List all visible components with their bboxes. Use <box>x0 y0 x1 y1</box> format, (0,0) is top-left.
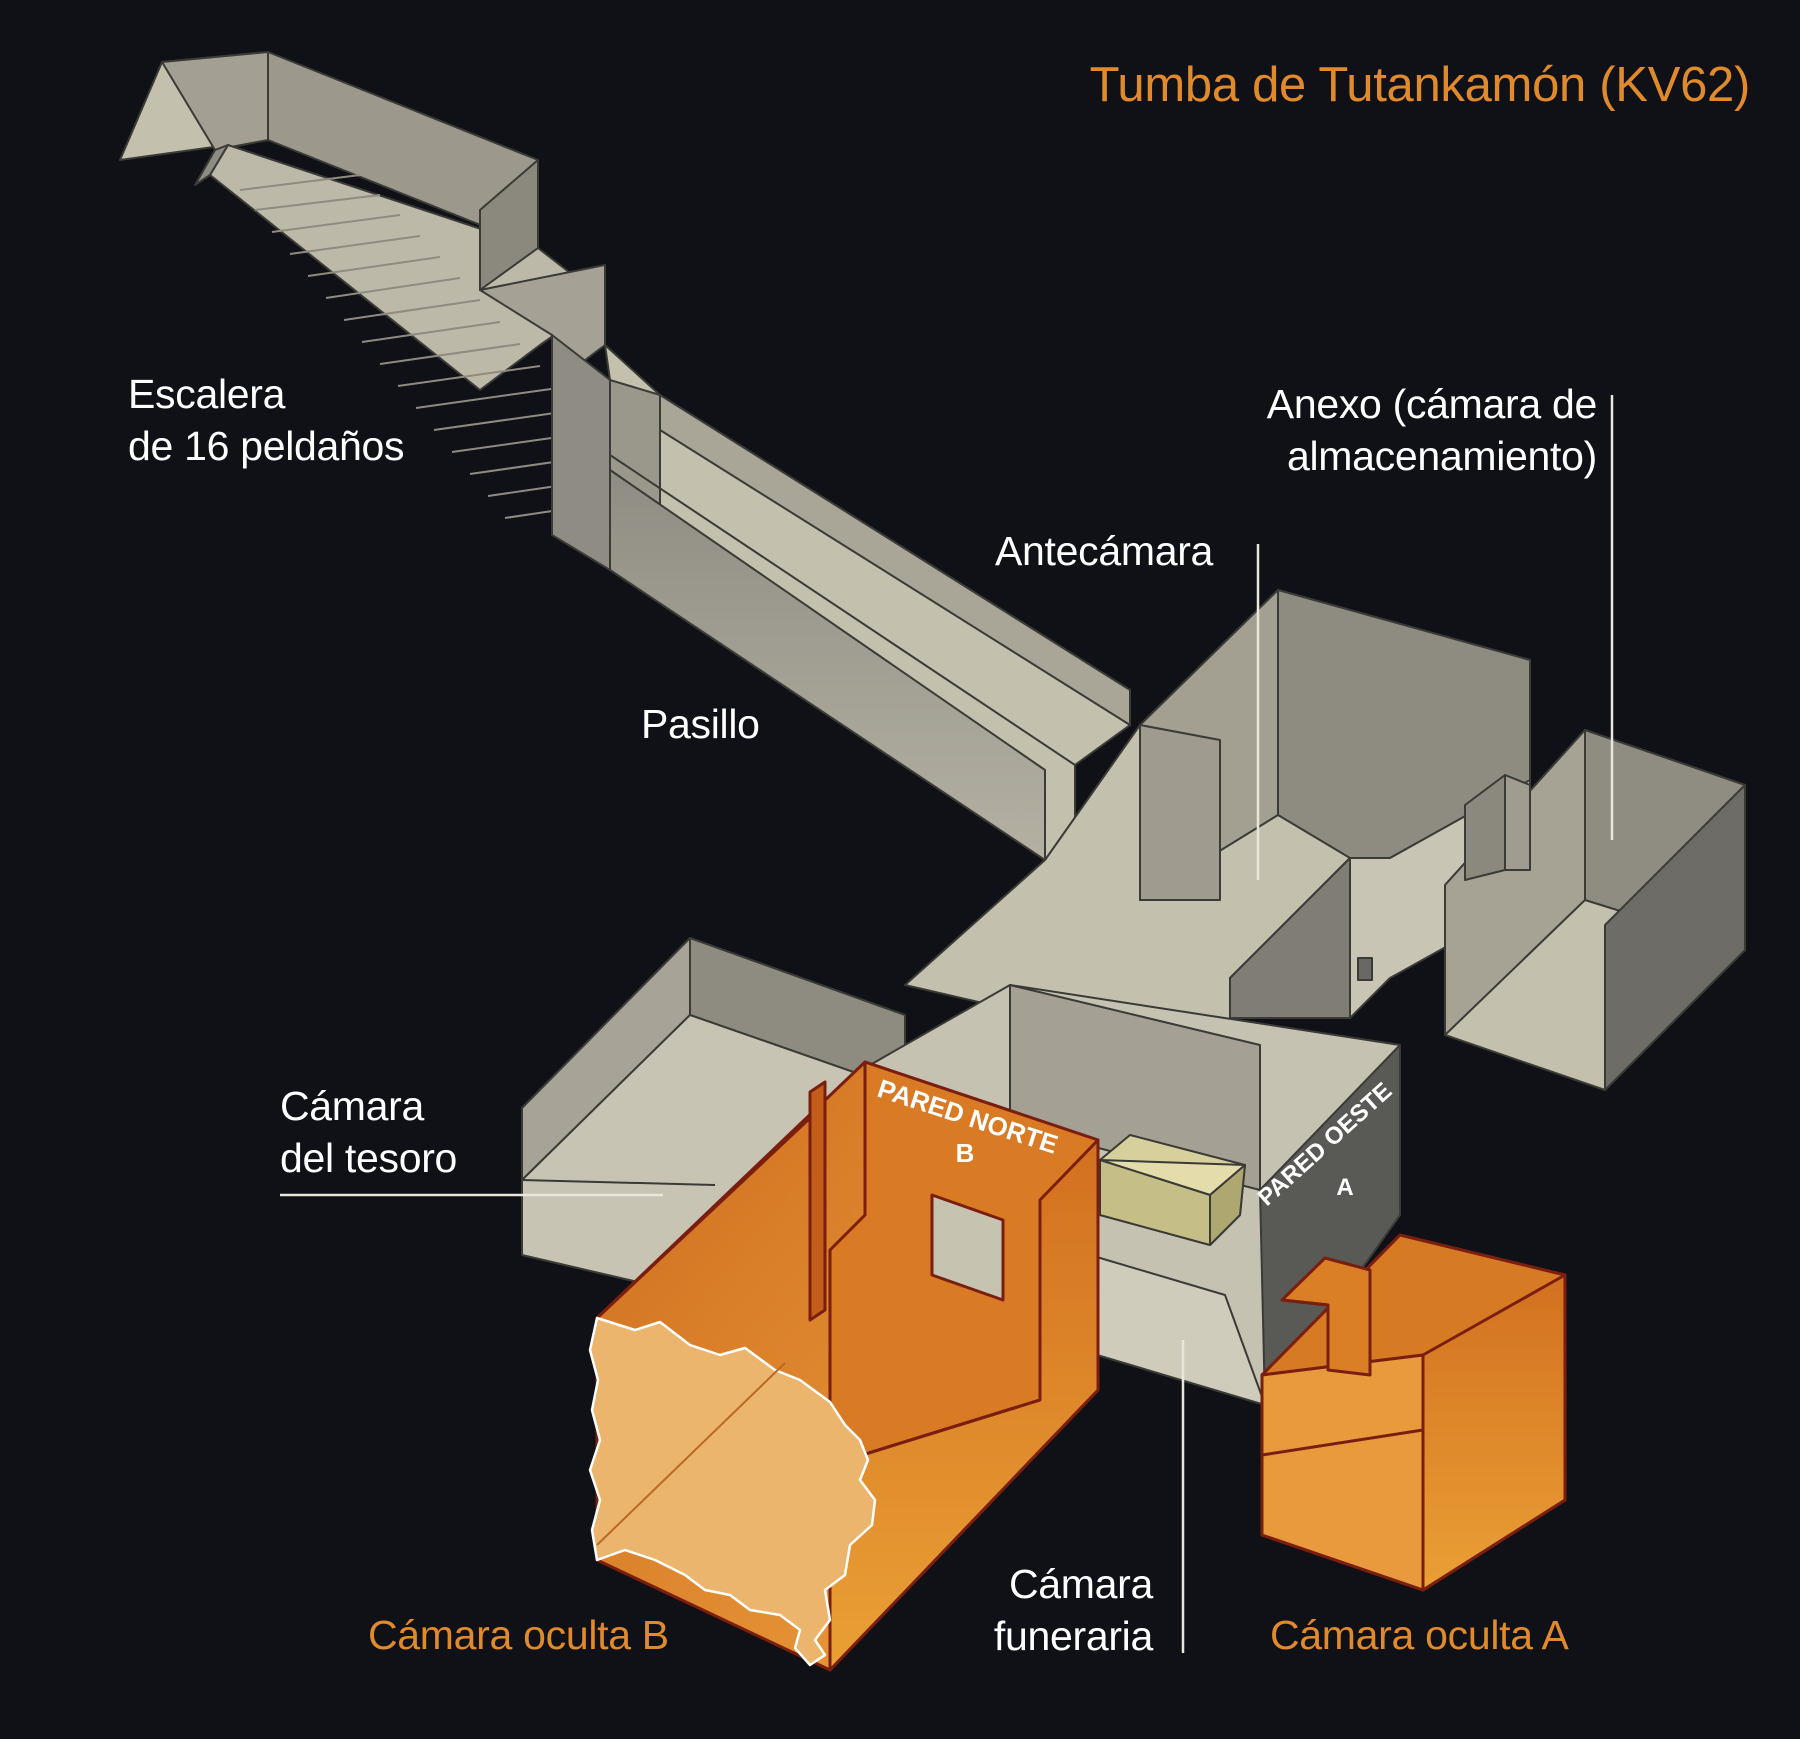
sarcophagus <box>1099 1134 1246 1246</box>
cut-section <box>588 1316 877 1667</box>
annex <box>1357 729 1746 1091</box>
hidden-chamber-b <box>588 1060 1100 1672</box>
label-oculta-a: Cámara oculta A <box>1270 1612 1569 1658</box>
wall-label-north-line2: B <box>956 1138 975 1168</box>
label-funeraria: Cámara funeraria <box>993 1561 1153 1659</box>
label-pasillo: Pasillo <box>641 701 760 747</box>
label-tesoro: Cámara del tesoro <box>280 1083 458 1181</box>
label-oculta-b: Cámara oculta B <box>368 1612 669 1658</box>
page-title: Tumba de Tutankamón (KV62) <box>1089 58 1751 112</box>
hidden-chamber-a <box>1260 1233 1567 1592</box>
corridor <box>604 344 1131 861</box>
label-escalera: Escalera de 16 peldaños <box>128 371 405 469</box>
antechamber <box>904 589 1531 1051</box>
leader-lines <box>280 395 1614 1653</box>
staircase <box>119 51 641 571</box>
wall-label-west-line2: A <box>1336 1174 1353 1201</box>
label-antecamara: Antecámara <box>995 528 1214 574</box>
label-anexo: Anexo (cámara de almacenamiento) <box>1266 381 1598 479</box>
